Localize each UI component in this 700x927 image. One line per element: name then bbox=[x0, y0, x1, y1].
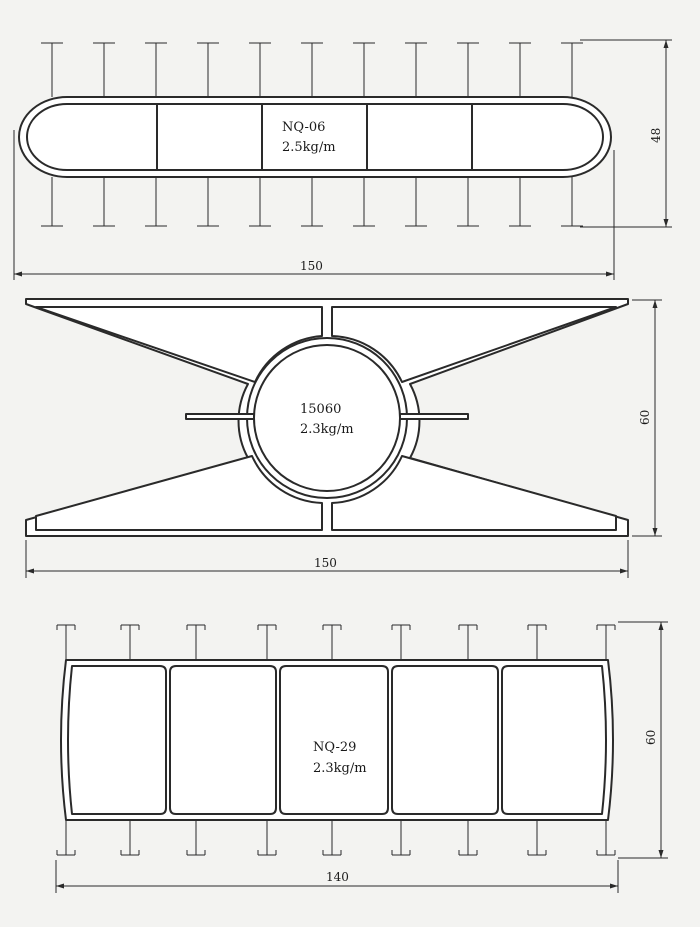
nq29-width-dimension: 140 bbox=[55, 860, 619, 893]
nq06-width-label: 150 bbox=[300, 259, 323, 273]
15060-name: 15060 bbox=[300, 402, 341, 417]
profile-nq06: NQ-06 2.5kg/m 150 48 bbox=[13, 39, 672, 280]
nq29-height-label: 60 bbox=[644, 730, 658, 745]
nq06-outer-shell bbox=[18, 96, 612, 178]
nq06-height-dimension: 48 bbox=[580, 39, 672, 228]
nq29-width-label: 140 bbox=[326, 870, 349, 884]
15060-width-label: 150 bbox=[314, 556, 337, 570]
nq29-weight: 2.3kg/m bbox=[313, 761, 367, 776]
nq29-name: NQ-29 bbox=[313, 740, 356, 755]
nq29-bottom-clips bbox=[56, 820, 616, 856]
15060-width-dimension: 150 bbox=[25, 540, 629, 578]
nq06-top-fins bbox=[41, 42, 583, 97]
nq06-width-dimension: 150 bbox=[13, 130, 615, 280]
profile-15060: 15060 2.3kg/m 150 60 bbox=[25, 298, 662, 578]
15060-weight: 2.3kg/m bbox=[300, 422, 354, 437]
15060-height-label: 60 bbox=[638, 410, 652, 425]
nq29-outer-shell bbox=[60, 659, 614, 821]
nq06-height-label: 48 bbox=[649, 128, 663, 143]
15060-outer-shell bbox=[25, 298, 629, 537]
nq06-bottom-fins bbox=[41, 177, 583, 227]
nq29-height-dimension: 60 bbox=[618, 621, 668, 859]
nq29-top-clips bbox=[56, 624, 616, 660]
nq06-weight: 2.5kg/m bbox=[282, 140, 336, 155]
profile-nq29: NQ-29 2.3kg/m 140 60 bbox=[55, 621, 668, 893]
15060-height-dimension: 60 bbox=[632, 299, 662, 537]
nq06-name: NQ-06 bbox=[282, 120, 325, 135]
